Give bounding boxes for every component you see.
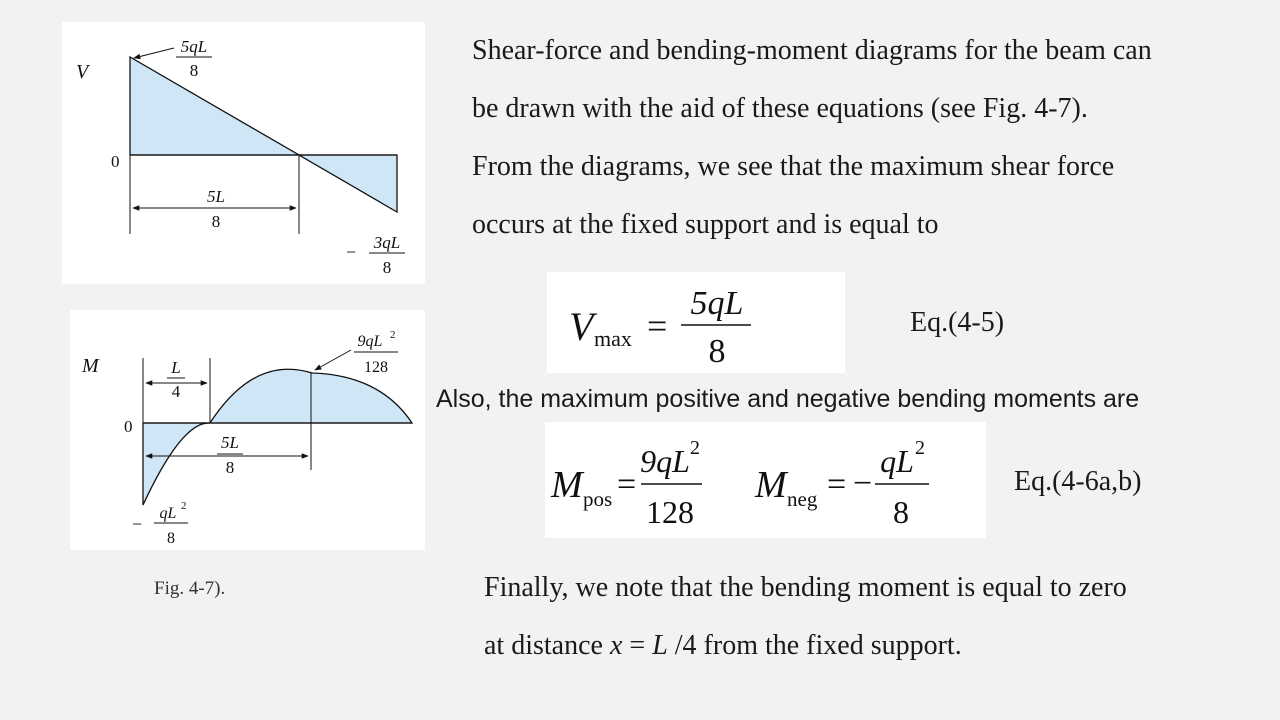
paragraph-conclusion-line-1: Finally, we note that the bending moment… [484, 572, 1127, 603]
shear-negative-region [296, 154, 398, 214]
bending-moment-diagram: M 0 L 4 9qL 2 128 5L 8 − qL 2 8 [70, 310, 425, 550]
mpos-numerator: 9qL [640, 443, 690, 479]
shear-positive-region [129, 55, 302, 156]
mpos-lhs: M [550, 464, 585, 506]
paragraph-intro-line-3: From the diagrams, we see that the maxim… [472, 151, 1115, 182]
mneg-equals: = [827, 466, 846, 503]
shear-dim-denominator: 8 [212, 212, 221, 231]
shear-max-numerator: 5qL [181, 37, 207, 56]
moment-min-sign: − [132, 514, 142, 534]
mneg-denominator: 8 [893, 494, 909, 530]
equation-vmax-label: Eq.(4-5) [910, 307, 1005, 338]
shear-min-sign: − [346, 242, 356, 262]
conclusion-L: L [652, 630, 668, 661]
shear-force-svg: V 0 5qL 8 5L 8 − 3qL 8 [76, 37, 405, 277]
mpos-subscript: pos [583, 487, 612, 511]
mneg-minus: − [853, 465, 872, 502]
shear-dim-numerator: 5L [207, 187, 225, 206]
paragraph-intro-line-4: occurs at the fixed support and is equal… [472, 209, 939, 240]
mpos-denominator: 128 [646, 494, 694, 530]
mneg-subscript: neg [787, 487, 818, 511]
also-line: Also, the maximum positive and negative … [436, 385, 1140, 413]
moment-min-denominator: 8 [167, 530, 175, 547]
equation-vmax-svg: V max = 5qL 8 [569, 285, 751, 370]
shear-axis-label: V [76, 61, 91, 83]
mneg-numerator: qL [880, 443, 914, 479]
conclusion-post: /4 from the fixed support. [667, 630, 962, 661]
shear-max-leader [133, 47, 175, 60]
moment-max-denominator: 128 [364, 359, 388, 376]
conclusion-eq: = [622, 630, 653, 661]
mneg-exponent: 2 [915, 437, 925, 459]
paragraph-intro-line-1: Shear-force and bending-moment diagrams … [472, 35, 1152, 66]
equation-moments-label: Eq.(4-6a,b) [1014, 466, 1142, 497]
mneg-lhs: M [754, 464, 789, 506]
equation-vmax: V max = 5qL 8 [547, 272, 845, 373]
paragraph-conclusion-line-2: at distance x = L /4 from the fixed supp… [484, 617, 1127, 675]
moment-quarter-denominator: 4 [172, 382, 181, 401]
paragraph-intro: Shear-force and bending-moment diagrams … [472, 22, 1152, 254]
vmax-denominator: 8 [709, 333, 726, 370]
bending-moment-svg: M 0 L 4 9qL 2 128 5L 8 − qL 2 8 [81, 329, 414, 547]
shear-min-numerator: 3qL [373, 233, 400, 252]
moment-min-numerator: qL [160, 505, 177, 522]
paragraph-intro-line-2: be drawn with the aid of these equations… [472, 93, 1088, 124]
moment-negative-region [142, 422, 211, 506]
shear-min-denominator: 8 [383, 258, 392, 277]
moment-zero-label: 0 [124, 417, 133, 436]
moment-axis-label: M [81, 355, 100, 377]
mpos-exponent: 2 [690, 437, 700, 459]
equation-moments-svg: M pos = 9qL 2 128 M neg = − qL 2 8 [550, 437, 929, 530]
moment-quarter-numerator: L [170, 358, 180, 377]
paragraph-conclusion: Finally, we note that the bending moment… [484, 559, 1127, 675]
moment-max-numerator: 9qL [358, 333, 383, 350]
shear-force-diagram: V 0 5qL 8 5L 8 − 3qL 8 [62, 22, 425, 284]
moment-dim-numerator: 5L [221, 433, 239, 452]
mpos-equals: = [617, 466, 636, 503]
moment-max-exponent: 2 [390, 329, 396, 341]
vmax-equals: = [647, 306, 667, 346]
figure-caption: Fig. 4-7). [154, 578, 226, 599]
conclusion-pre: at distance [484, 630, 610, 661]
vmax-numerator: 5qL [691, 285, 744, 322]
moment-dim-denominator: 8 [226, 458, 235, 477]
vmax-lhs: V [569, 304, 598, 349]
shear-zero-label: 0 [111, 152, 120, 171]
moment-min-exponent: 2 [181, 500, 187, 512]
conclusion-x: x [609, 630, 623, 661]
equation-moments: M pos = 9qL 2 128 M neg = − qL 2 8 [545, 422, 986, 538]
moment-max-leader [314, 349, 352, 371]
shear-max-denominator: 8 [190, 61, 199, 80]
vmax-subscript: max [594, 326, 632, 351]
